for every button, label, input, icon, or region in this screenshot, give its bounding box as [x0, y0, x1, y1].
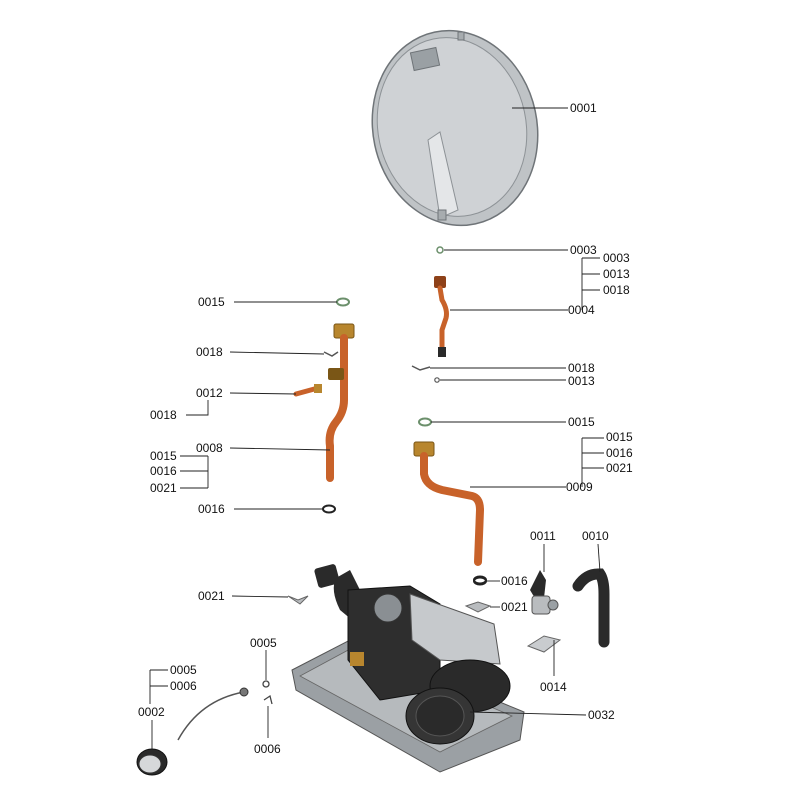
- label-0004: 0004: [568, 303, 595, 317]
- label-0001: 0001: [570, 101, 597, 115]
- label-0032: 0032: [588, 708, 615, 722]
- pressure-gauge: [136, 687, 249, 776]
- label-0008: 0008: [196, 441, 223, 455]
- label-0018-sub: 0018: [150, 408, 177, 422]
- label-0006-kit: 0006: [170, 679, 197, 693]
- clip-0014: [526, 635, 562, 653]
- label-0021-kit: 0021: [606, 461, 633, 475]
- label-0009: 0009: [566, 480, 593, 494]
- pipe-0008: [293, 297, 355, 514]
- label-0014: 0014: [540, 680, 567, 694]
- label-0021-right: 0021: [501, 600, 528, 614]
- label-0013-right: 0013: [568, 374, 595, 388]
- label-0010: 0010: [582, 529, 609, 543]
- label-0015-left: 0015: [198, 295, 225, 309]
- label-0011: 0011: [530, 529, 556, 543]
- label-0003-kit: 0003: [603, 251, 630, 265]
- pipe-0009: [413, 417, 487, 585]
- label-0016-sub: 0016: [150, 464, 177, 478]
- leader-lines: [149, 107, 604, 750]
- label-0016-right: 0016: [501, 574, 528, 588]
- label-0003: 0003: [570, 243, 597, 257]
- label-0021-left: 0021: [198, 589, 225, 603]
- label-0018-left: 0018: [196, 345, 223, 359]
- label-0015-kit: 0015: [606, 430, 633, 444]
- label-0015-right: 0015: [568, 415, 595, 429]
- label-0012: 0012: [196, 386, 223, 400]
- label-0016-kit: 0016: [606, 446, 633, 460]
- part-labels: 0001 0003 0003 0013 0018 0004 0015 0018 …: [138, 101, 633, 756]
- label-0013-kit: 0013: [603, 267, 630, 281]
- label-0005: 0005: [250, 636, 277, 650]
- hydraulic-group: [291, 564, 525, 773]
- drain-hose: [572, 568, 610, 648]
- label-0005-kit: 0005: [170, 663, 197, 677]
- expansion-vessel: [371, 29, 539, 227]
- label-0018-right: 0018: [568, 361, 595, 375]
- safety-valve: [530, 570, 559, 615]
- clip-0006: [263, 694, 273, 705]
- label-0015-sub: 0015: [150, 449, 177, 463]
- label-0002: 0002: [138, 705, 165, 719]
- oring-0005: [262, 680, 270, 688]
- clip-0021-right: [464, 601, 492, 613]
- label-0021-sub: 0021: [150, 481, 177, 495]
- clip-0021-left: [287, 595, 309, 605]
- label-0016-left: 0016: [198, 502, 225, 516]
- label-0006: 0006: [254, 742, 281, 756]
- label-0018-kit: 0018: [603, 283, 630, 297]
- pipe-0004: [411, 246, 449, 383]
